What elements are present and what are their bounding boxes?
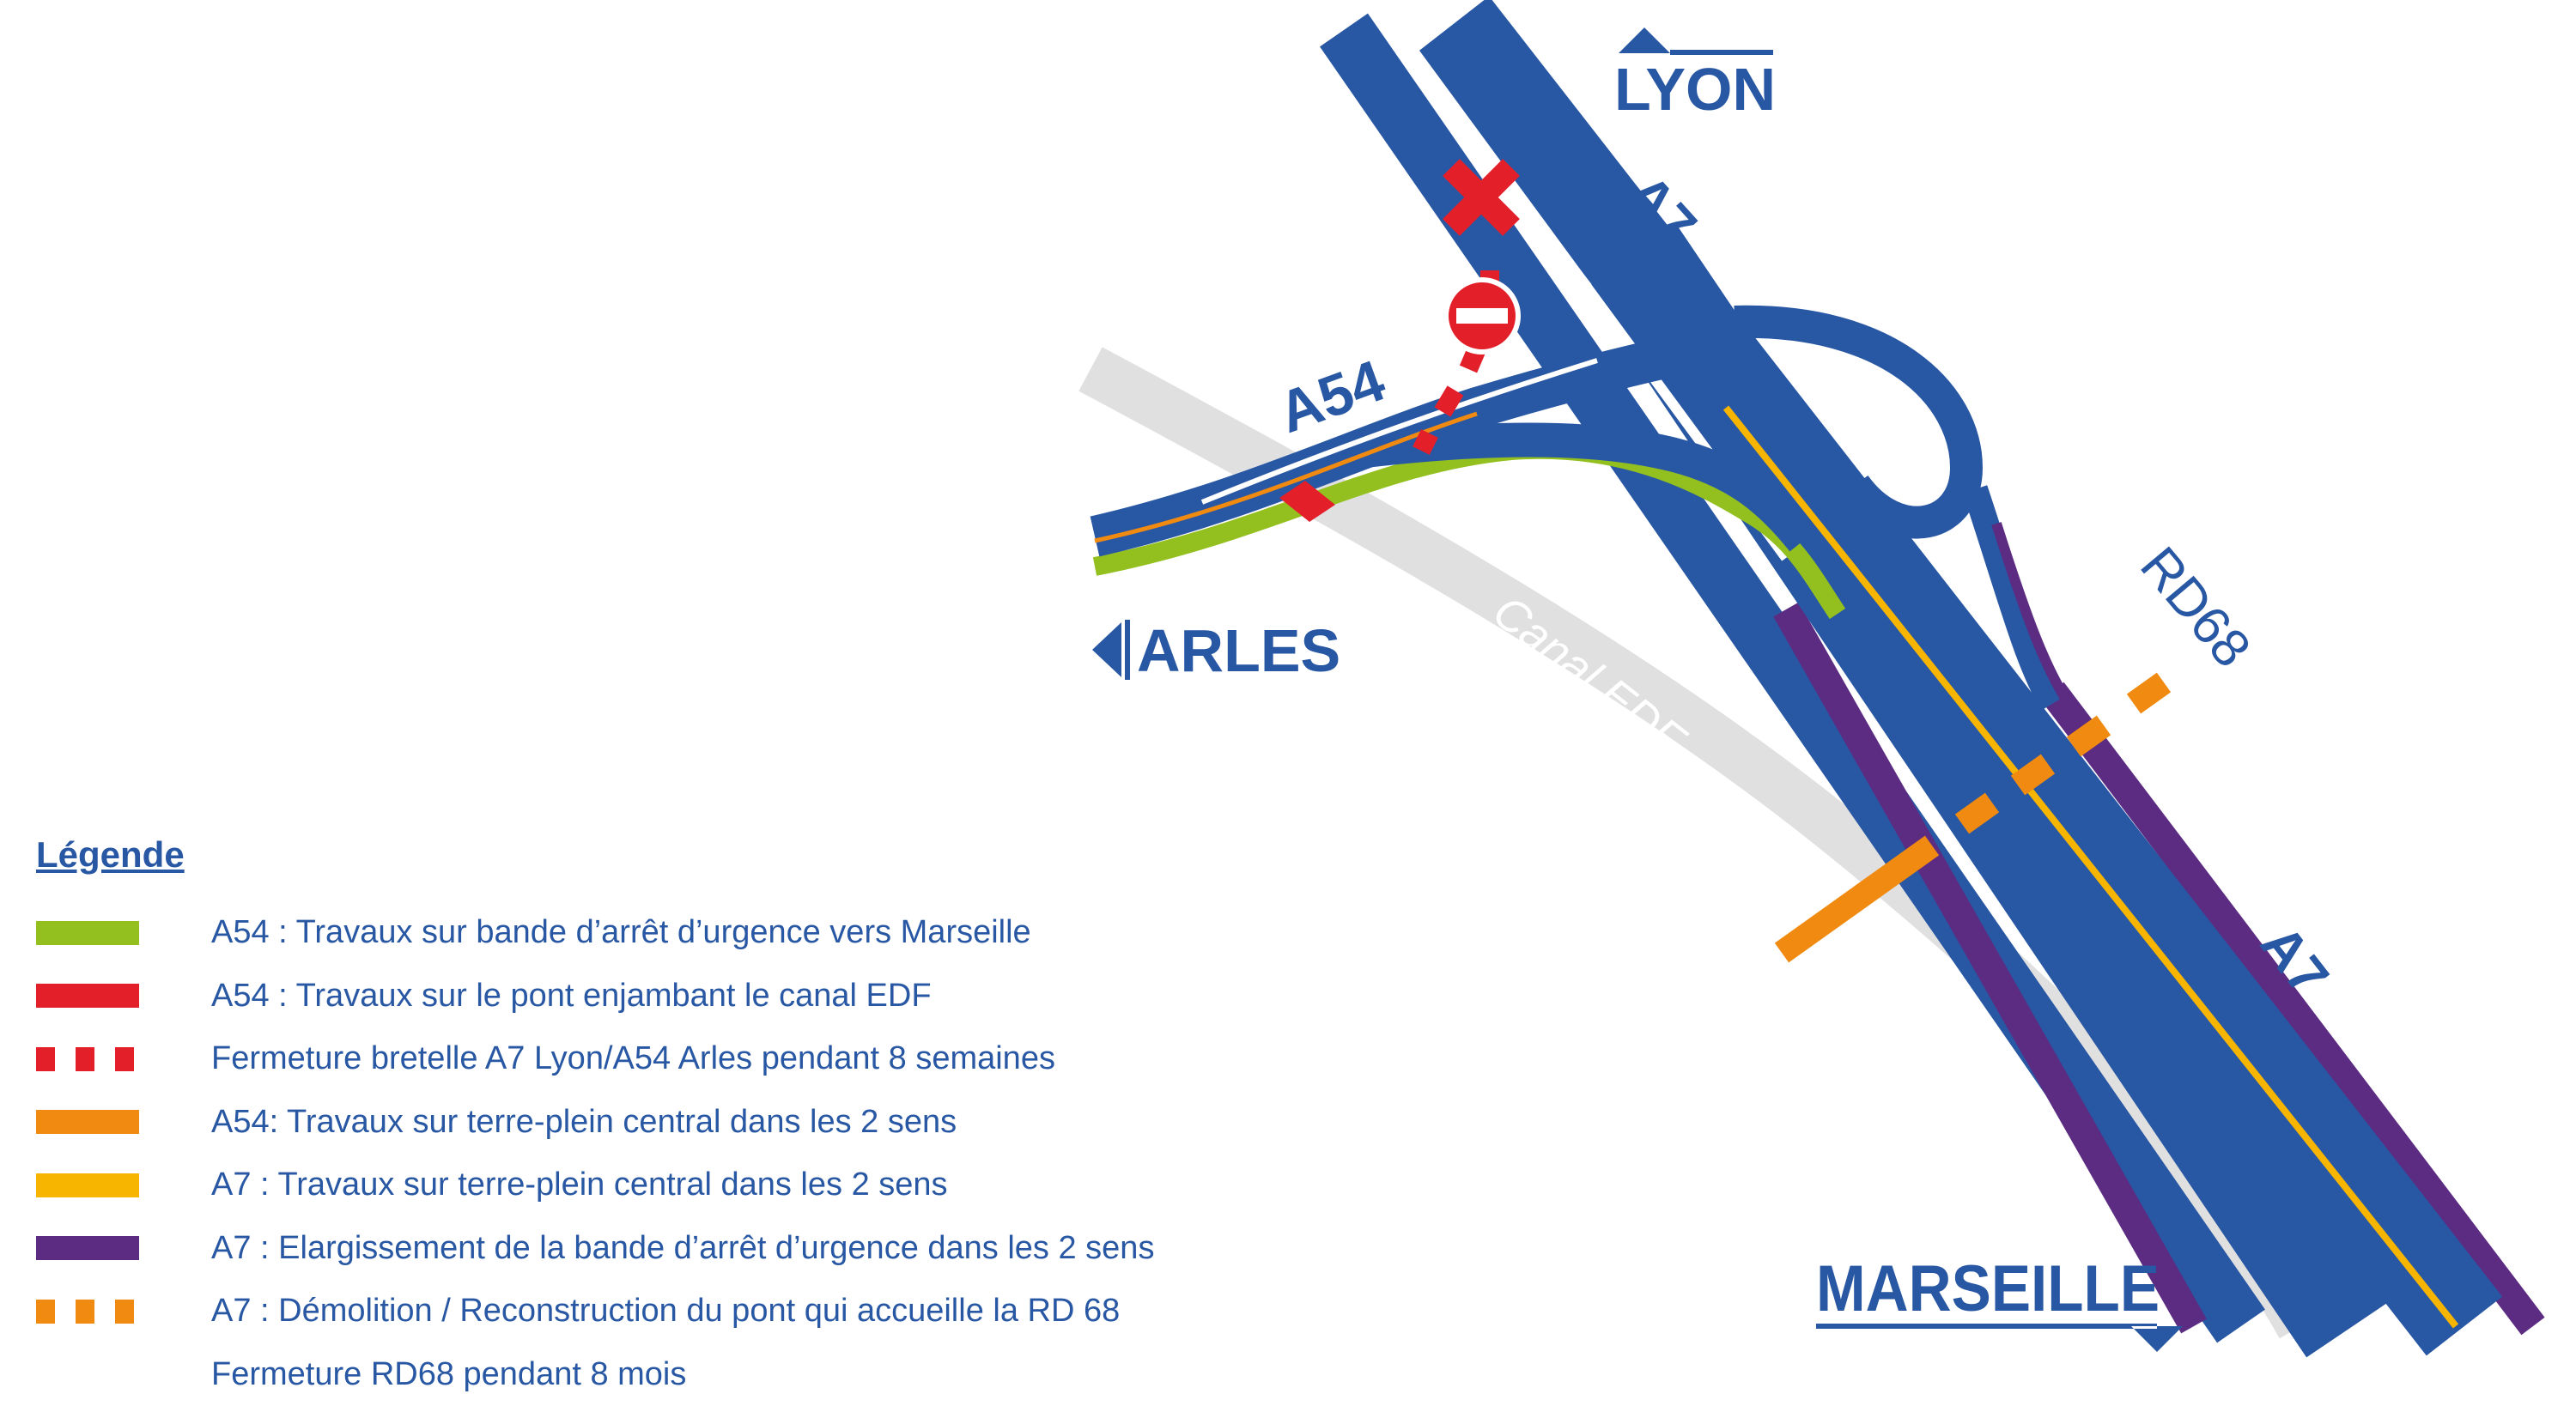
legend-item: A7 : Travaux sur terre-plein central dan… [36,1154,1324,1217]
a7-carriageway-left [1344,30,2241,1326]
legend-item: Fermeture bretelle A7 Lyon/A54 Arles pen… [36,1027,1324,1091]
city-arles: ARLES [1137,617,1340,684]
legend-item: Fermeture RD68 pendant 8 mois [36,1343,1324,1406]
legend-swatch [36,1173,139,1197]
legend-swatch [36,1362,139,1386]
marseille-arrow-icon [1816,1324,2183,1352]
legend-swatch [36,1110,139,1134]
legend-items: A54 : Travaux sur bande d’arrêt d’urgenc… [36,901,1324,1406]
legend-label: A54 : Travaux sur le pont enjambant le c… [211,978,932,1015]
a7-carriageway-center [1631,258,2353,1326]
arles-bar [1125,620,1130,680]
legend-label: A7 : Travaux sur terre-plein central dan… [211,1167,948,1203]
city-lyon: LYON [1614,56,1776,123]
legend-item: A7 : Elargissement de la bande d’arrêt d… [36,1217,1324,1281]
label-rd68: RD68 [2129,536,2262,679]
arles-arrow-icon [1092,622,1121,677]
legend-item: A54 : Travaux sur bande d’arrêt d’urgenc… [36,901,1324,965]
legend-label: A54: Travaux sur terre-plein central dan… [211,1104,957,1141]
legend: Légende A54 : Travaux sur bande d’arrêt … [36,833,1324,1406]
legend-label: A7 : Elargissement de la bande d’arrêt d… [211,1230,1154,1267]
legend-label: A54 : Travaux sur bande d’arrêt d’urgenc… [211,914,1031,951]
legend-swatch [36,921,139,945]
legend-swatch [36,984,139,1008]
legend-label: Fermeture RD68 pendant 8 mois [211,1356,686,1393]
legend-swatch [36,1300,139,1324]
no-entry-bar [1456,308,1508,324]
a7-median-works [1726,408,2456,1326]
legend-label: Fermeture bretelle A7 Lyon/A54 Arles pen… [211,1040,1055,1077]
legend-swatch [36,1047,139,1071]
legend-label: A7 : Démolition / Reconstruction du pont… [211,1293,1120,1330]
legend-item: A54: Travaux sur terre-plein central dan… [36,1091,1324,1154]
legend-swatch [36,1236,139,1260]
lyon-arrow-icon [1619,27,1773,55]
legend-item: A7 : Démolition / Reconstruction du pont… [36,1280,1324,1343]
city-marseille: MARSEILLE [1816,1252,2160,1325]
legend-item: A54 : Travaux sur le pont enjambant le c… [36,965,1324,1028]
legend-title: Légende [36,833,1324,877]
